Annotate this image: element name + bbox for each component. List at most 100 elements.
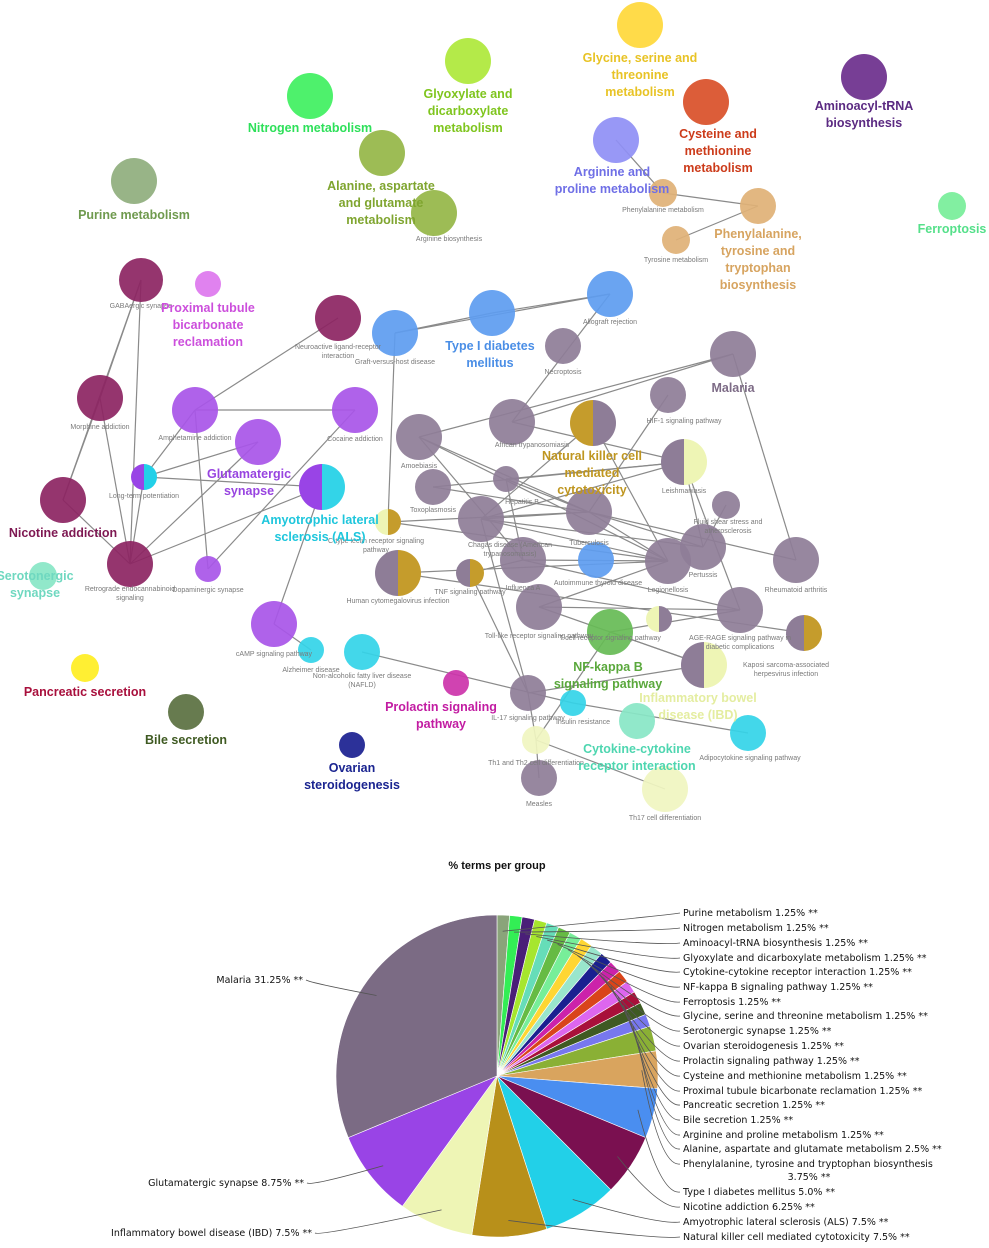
- node-half: [786, 615, 804, 651]
- network-node: [344, 634, 380, 670]
- node-half: [704, 642, 727, 688]
- node-half: [375, 509, 388, 535]
- node-label: Th17 cell differentiation: [629, 815, 701, 822]
- network-node: [841, 54, 887, 100]
- network-node: [111, 158, 157, 204]
- network-node: [500, 537, 546, 583]
- network-node: [938, 192, 966, 220]
- pie-title: % terms per group: [448, 860, 545, 872]
- node-label: Allograft rejection: [583, 319, 637, 326]
- network-node: [415, 469, 451, 505]
- network-node: [287, 73, 333, 119]
- node-label: TNF signaling pathway: [434, 589, 506, 596]
- network-edge: [194, 317, 339, 411]
- pie-leader-line: [502, 912, 681, 932]
- node-half: [375, 550, 398, 596]
- pie-slice-label: Ovarian steroidogenesis 1.25% **: [683, 1041, 844, 1052]
- network-node: [570, 400, 616, 446]
- network-node: [521, 760, 557, 796]
- pie-slice-label: Prolactin signaling pathway 1.25% **: [683, 1056, 860, 1067]
- pie-slice-label: Type I diabetes mellitus 5.0% **: [682, 1187, 835, 1198]
- network-node: [315, 295, 361, 341]
- network-edge: [480, 422, 594, 520]
- network-node: [740, 188, 776, 224]
- node-label: Phenylalanine metabolism: [622, 207, 704, 214]
- pie-slice-label: Nicotine addiction 6.25% **: [683, 1202, 815, 1213]
- network-node: [195, 556, 221, 582]
- pie-leader-line: [557, 944, 681, 988]
- pie-slice-label: Nitrogen metabolism 1.25% **: [683, 923, 829, 934]
- group-label: Nitrogen metabolism: [248, 121, 372, 135]
- pie-slice-label: Glutamatergic synapse 8.75% **: [148, 1178, 304, 1189]
- network-node: [77, 375, 123, 421]
- pie-leader-line: [536, 936, 681, 959]
- network-edge: [480, 518, 669, 562]
- node-label: Arginine biosynthesis: [416, 236, 483, 243]
- node-label: Leishmaniasis: [662, 488, 707, 495]
- group-label: Purine metabolism: [78, 208, 190, 222]
- network-node: [516, 584, 562, 630]
- node-half: [456, 559, 470, 587]
- pie-legend-labels: Purine metabolism 1.25% **Nitrogen metab…: [111, 908, 942, 1243]
- group-label: Ferroptosis: [918, 222, 987, 236]
- network-edge: [732, 353, 797, 561]
- network-node: [683, 79, 729, 125]
- pie-slice-label: Arginine and proline metabolism 1.25% **: [683, 1130, 884, 1141]
- network-node: [195, 271, 221, 297]
- network-node: [299, 464, 345, 510]
- node-half: [398, 550, 421, 596]
- network-edge: [129, 279, 142, 565]
- pie-leader-line: [547, 939, 681, 973]
- node-half: [388, 509, 401, 535]
- network-node: [681, 642, 727, 688]
- pie-leader-line: [305, 979, 377, 996]
- node-half: [804, 615, 822, 651]
- node-half: [646, 606, 659, 632]
- node-half: [661, 439, 684, 485]
- node-label: Human cytomegalovirus infection: [346, 598, 449, 605]
- network-node: [339, 732, 365, 758]
- node-half: [681, 642, 704, 688]
- node-half: [659, 606, 672, 632]
- node-half: [470, 559, 484, 587]
- network-edge: [273, 486, 323, 625]
- network-node: [489, 399, 535, 445]
- network-edge: [432, 461, 685, 488]
- pie-leader-line: [637, 1042, 681, 1150]
- network-node: [593, 117, 639, 163]
- network-edge: [572, 702, 749, 734]
- node-half: [144, 464, 157, 490]
- network-node: [712, 491, 740, 519]
- pie-leader-line: [632, 1025, 681, 1136]
- network-node: [372, 310, 418, 356]
- pie-slice-label: Malaria 31.25% **: [216, 975, 303, 986]
- node-label: Long-term potentiation: [109, 493, 179, 500]
- pie-slice-label: Serotonergic synapse 1.25% **: [683, 1026, 832, 1037]
- network-node: [786, 615, 822, 651]
- pie-slice-label: Natural killer cell mediated cytotoxicit…: [683, 1232, 910, 1243]
- node-half: [322, 464, 345, 510]
- node-label: GABAergic synapse: [110, 303, 173, 310]
- pie-leader-line: [628, 1015, 681, 1121]
- pie-slice-label: Glycine, serine and threonine metabolism…: [683, 1011, 928, 1022]
- network-node: [650, 377, 686, 413]
- network-node: [587, 271, 633, 317]
- network-node: [443, 670, 469, 696]
- node-label: Autoimmune thyroid disease: [554, 580, 642, 587]
- node-half: [570, 400, 593, 446]
- network-node: [646, 606, 672, 632]
- pie-leader-line: [586, 961, 681, 1032]
